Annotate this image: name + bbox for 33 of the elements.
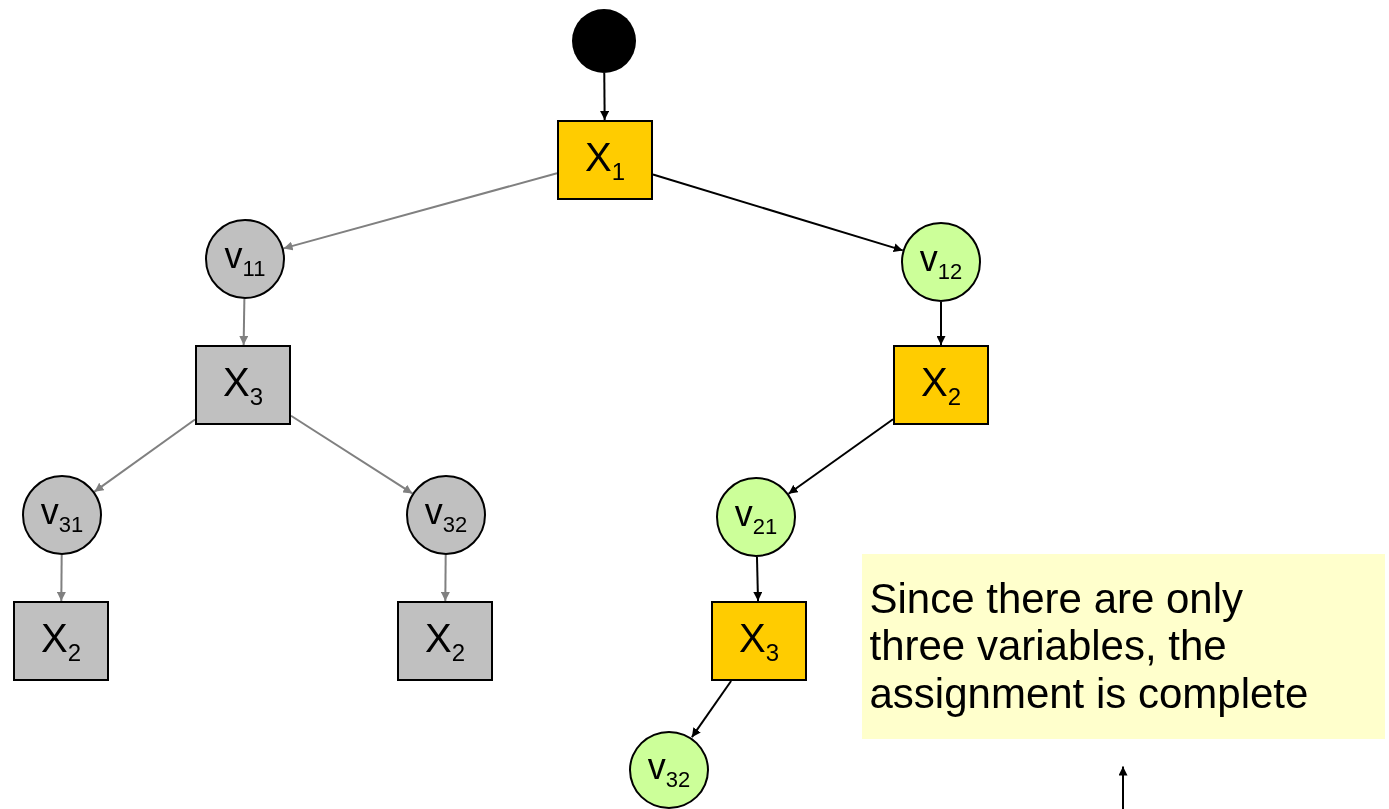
arrow bbox=[93, 418, 196, 493]
arrow bbox=[652, 173, 904, 253]
arrow bbox=[1118, 765, 1128, 809]
node-label: v$_{31}$ bbox=[40, 493, 84, 537]
arrow bbox=[787, 418, 894, 495]
variable-box bbox=[557, 120, 653, 200]
arrow bbox=[56, 554, 66, 602]
arrow bbox=[600, 72, 610, 121]
arrow bbox=[282, 172, 558, 251]
node-label: v$_{11}$ bbox=[224, 237, 266, 281]
variable-box bbox=[13, 601, 109, 681]
node-label: v$_{32}$ bbox=[424, 493, 468, 537]
node-label: X$_{3}$ bbox=[738, 617, 779, 665]
arrow bbox=[290, 414, 414, 495]
node-label: X$_{1}$ bbox=[584, 136, 625, 184]
note-box bbox=[861, 553, 1385, 739]
node-label: X$_{3}$ bbox=[222, 361, 263, 409]
arrow bbox=[690, 680, 733, 739]
node-label: v$_{21}$ bbox=[734, 495, 778, 539]
node-label: X$_{2}$ bbox=[920, 361, 961, 409]
arrow bbox=[753, 556, 763, 602]
note-text: Since there are only three variables, the assignment is complete bbox=[868, 575, 1310, 717]
arrow bbox=[440, 554, 450, 602]
variable-box bbox=[195, 345, 291, 425]
node-label: X$_{2}$ bbox=[40, 617, 81, 665]
variable-box bbox=[397, 601, 493, 681]
node-label: v$_{32}$ bbox=[647, 748, 691, 792]
variable-box bbox=[893, 345, 989, 425]
arrow bbox=[239, 298, 249, 346]
variable-box bbox=[711, 601, 807, 681]
arrow bbox=[936, 301, 946, 346]
node-label: X$_{2}$ bbox=[424, 617, 465, 665]
node-label: v$_{12}$ bbox=[919, 240, 963, 284]
